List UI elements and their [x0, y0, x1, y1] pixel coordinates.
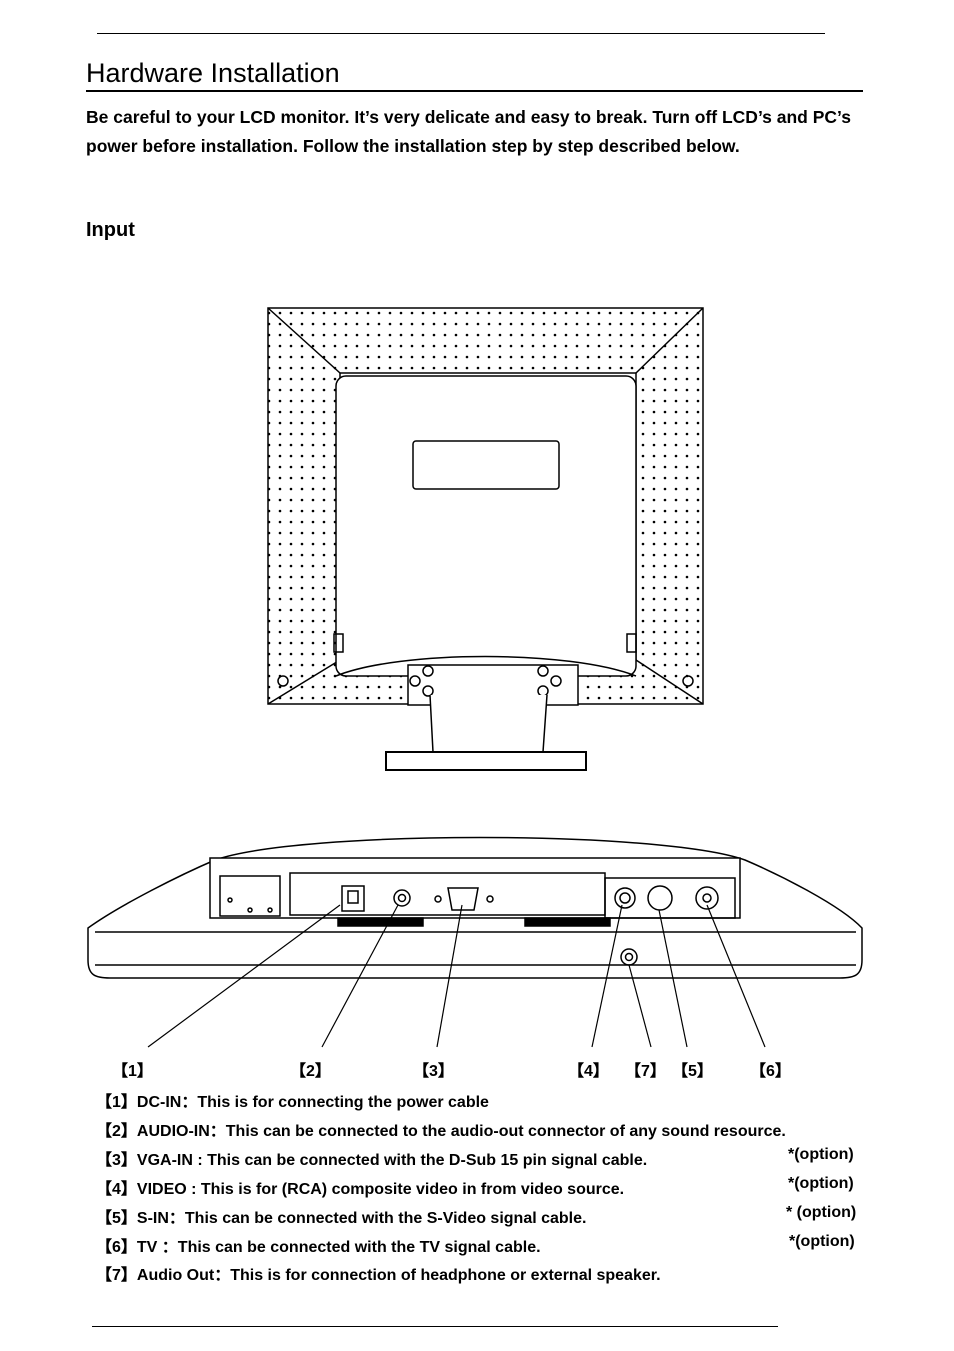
legend-tv: 【6】TV ：This can be connected with the TV… [96, 1239, 541, 1256]
legend-audio-out: 【7】Audio Out：This is for connection of h… [96, 1267, 661, 1284]
callout-1: 【1】 [112, 1063, 153, 1080]
callout-7: 【7】 [625, 1063, 666, 1080]
callout-3: 【3】 [413, 1063, 454, 1080]
legend-audio-in: 【2】AUDIO-IN：This can be connected to the… [96, 1123, 786, 1140]
legend-dc-in: 【1】DC-IN：This is for connecting the powe… [96, 1094, 489, 1111]
page-heading: Hardware Installation [86, 56, 863, 92]
section-title: Input [86, 219, 135, 241]
legend-vga-in: 【3】VGA-IN : This can be connected with t… [96, 1152, 648, 1169]
footer-rule [92, 1326, 778, 1327]
header-rule [97, 33, 825, 34]
option-note-s-in: * (option) [786, 1204, 857, 1221]
callout-2: 【2】 [290, 1063, 331, 1080]
monitor-bottom-view [87, 836, 863, 979]
legend-s-in: 【5】S-IN：This can be connected with the S… [96, 1210, 587, 1227]
monitor-rear-view [267, 307, 704, 771]
intro-paragraph: Be careful to your LCD monitor. It’s ver… [86, 107, 851, 156]
legend-video: 【4】VIDEO : This is for (RCA) composite v… [96, 1181, 625, 1198]
callout-4: 【4】 [568, 1063, 609, 1080]
option-note-tv: *(option) [789, 1233, 855, 1250]
callout-6: 【6】 [750, 1063, 791, 1080]
callout-leader-lines [147, 904, 766, 1048]
option-note-video: *(option) [788, 1175, 854, 1192]
callout-5: 【5】 [672, 1063, 713, 1080]
option-note-vga: *(option) [788, 1146, 854, 1163]
